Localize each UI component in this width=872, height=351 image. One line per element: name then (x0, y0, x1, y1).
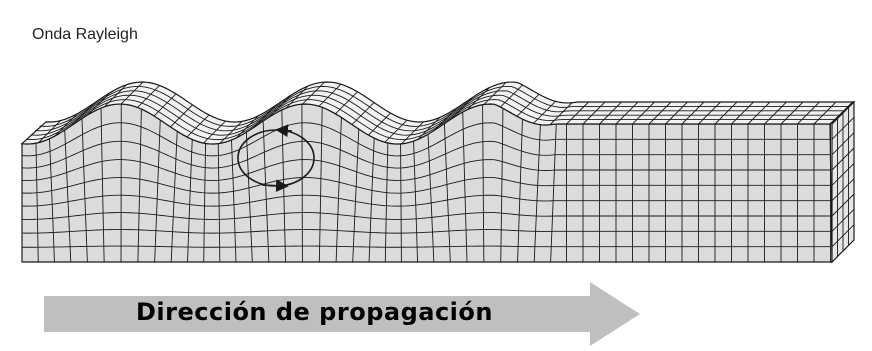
block-side-face (831, 100, 855, 264)
front-grid-row (21, 177, 830, 194)
diagram-title: Onda Rayleigh (32, 26, 138, 43)
top-grid-row (35, 90, 844, 132)
front-grid-column (217, 143, 221, 263)
top-grid-column (599, 101, 622, 125)
top-grid-column (236, 115, 259, 139)
front-grid-column (64, 125, 72, 263)
top-grid-column (203, 120, 226, 144)
front-grid-row (21, 194, 830, 207)
propagation-direction-label: Dirección de propagación (136, 298, 493, 326)
top-grid-column (698, 101, 721, 125)
front-grid-column (262, 116, 270, 263)
top-grid-column (54, 113, 78, 137)
top-grid-row (39, 85, 848, 127)
top-grid-column (434, 107, 457, 131)
front-grid-column (462, 109, 468, 263)
front-grid-column (550, 124, 557, 263)
front-grid-column (400, 143, 402, 263)
front-grid-column (384, 142, 389, 263)
front-grid-column (170, 126, 178, 263)
top-grid-column (368, 112, 391, 136)
top-grid-column (483, 82, 507, 105)
top-grid-column (467, 87, 490, 110)
front-grid-column (203, 143, 207, 263)
top-grid-column (797, 101, 820, 125)
top-grid-column (219, 121, 243, 144)
top-grid-column (137, 85, 160, 108)
front-grid-column (137, 107, 142, 263)
top-grid-column (764, 101, 787, 125)
top-grid-row (30, 94, 839, 136)
top-grid-row (26, 99, 835, 141)
top-grid-column (153, 93, 177, 117)
top-grid-column (120, 81, 144, 105)
top-grid-column (714, 101, 738, 125)
front-grid-column (533, 123, 541, 263)
front-grid-column (482, 104, 485, 263)
top-grid-column (104, 84, 127, 108)
front-grid-column (443, 119, 451, 263)
front-grid-row (21, 122, 830, 157)
front-grid-column (318, 106, 323, 263)
top-grid-column (813, 101, 837, 125)
top-grid-column (830, 101, 853, 125)
front-grid-column (230, 137, 237, 263)
front-grid-column (500, 106, 504, 263)
top-grid-column (450, 96, 474, 120)
front-grid-column (245, 127, 253, 263)
top-grid-column (87, 92, 111, 116)
front-grid-row (21, 140, 830, 169)
top-grid-column (566, 101, 589, 125)
top-grid-column (285, 85, 309, 109)
front-grid-column (48, 135, 55, 263)
top-grid-column (731, 101, 754, 125)
top-grid-column (71, 103, 94, 126)
top-grid-column (549, 102, 573, 126)
top-grid-column (38, 120, 61, 143)
top-grid-column (269, 94, 292, 118)
top-grid-column (780, 101, 804, 125)
top-grid-column (582, 101, 606, 125)
top-grid-column (252, 105, 276, 129)
front-grid-column (427, 130, 435, 263)
top-grid-column (318, 83, 342, 107)
top-grid-column (747, 101, 771, 125)
front-grid-row (21, 159, 830, 181)
top-grid-column (665, 101, 688, 125)
front-grid-column (81, 114, 88, 263)
top-grid-column (302, 81, 325, 105)
top-grid-column (335, 91, 358, 115)
front-grid-column (187, 136, 193, 263)
top-grid-column (500, 84, 523, 108)
top-grid-column (632, 101, 655, 125)
top-grid-column (648, 101, 672, 125)
top-grid-column (401, 121, 424, 145)
particle-orbit-icon (237, 124, 315, 193)
block-front-face (21, 103, 833, 263)
top-grid-column (681, 101, 705, 125)
front-grid-column (35, 142, 39, 263)
front-grid-column (100, 106, 105, 263)
top-grid-column (351, 102, 375, 125)
top-grid-column (533, 101, 556, 124)
wave-top-surface (20, 81, 856, 145)
front-grid-column (301, 104, 303, 263)
top-grid-column (615, 101, 639, 125)
direction-arrow-icon (44, 282, 640, 346)
top-grid-column (516, 93, 540, 117)
top-grid-column (186, 114, 210, 138)
front-grid-column (517, 116, 524, 263)
front-grid-column (413, 139, 419, 263)
top-grid-column (170, 104, 193, 128)
front-grid-column (352, 124, 360, 263)
top-grid-column (417, 117, 441, 140)
top-grid-column (384, 119, 408, 143)
front-grid-row (21, 245, 830, 248)
front-grid-column (335, 113, 342, 263)
front-grid-column (154, 115, 161, 263)
front-grid-row (21, 229, 830, 234)
front-grid-column (368, 135, 375, 263)
